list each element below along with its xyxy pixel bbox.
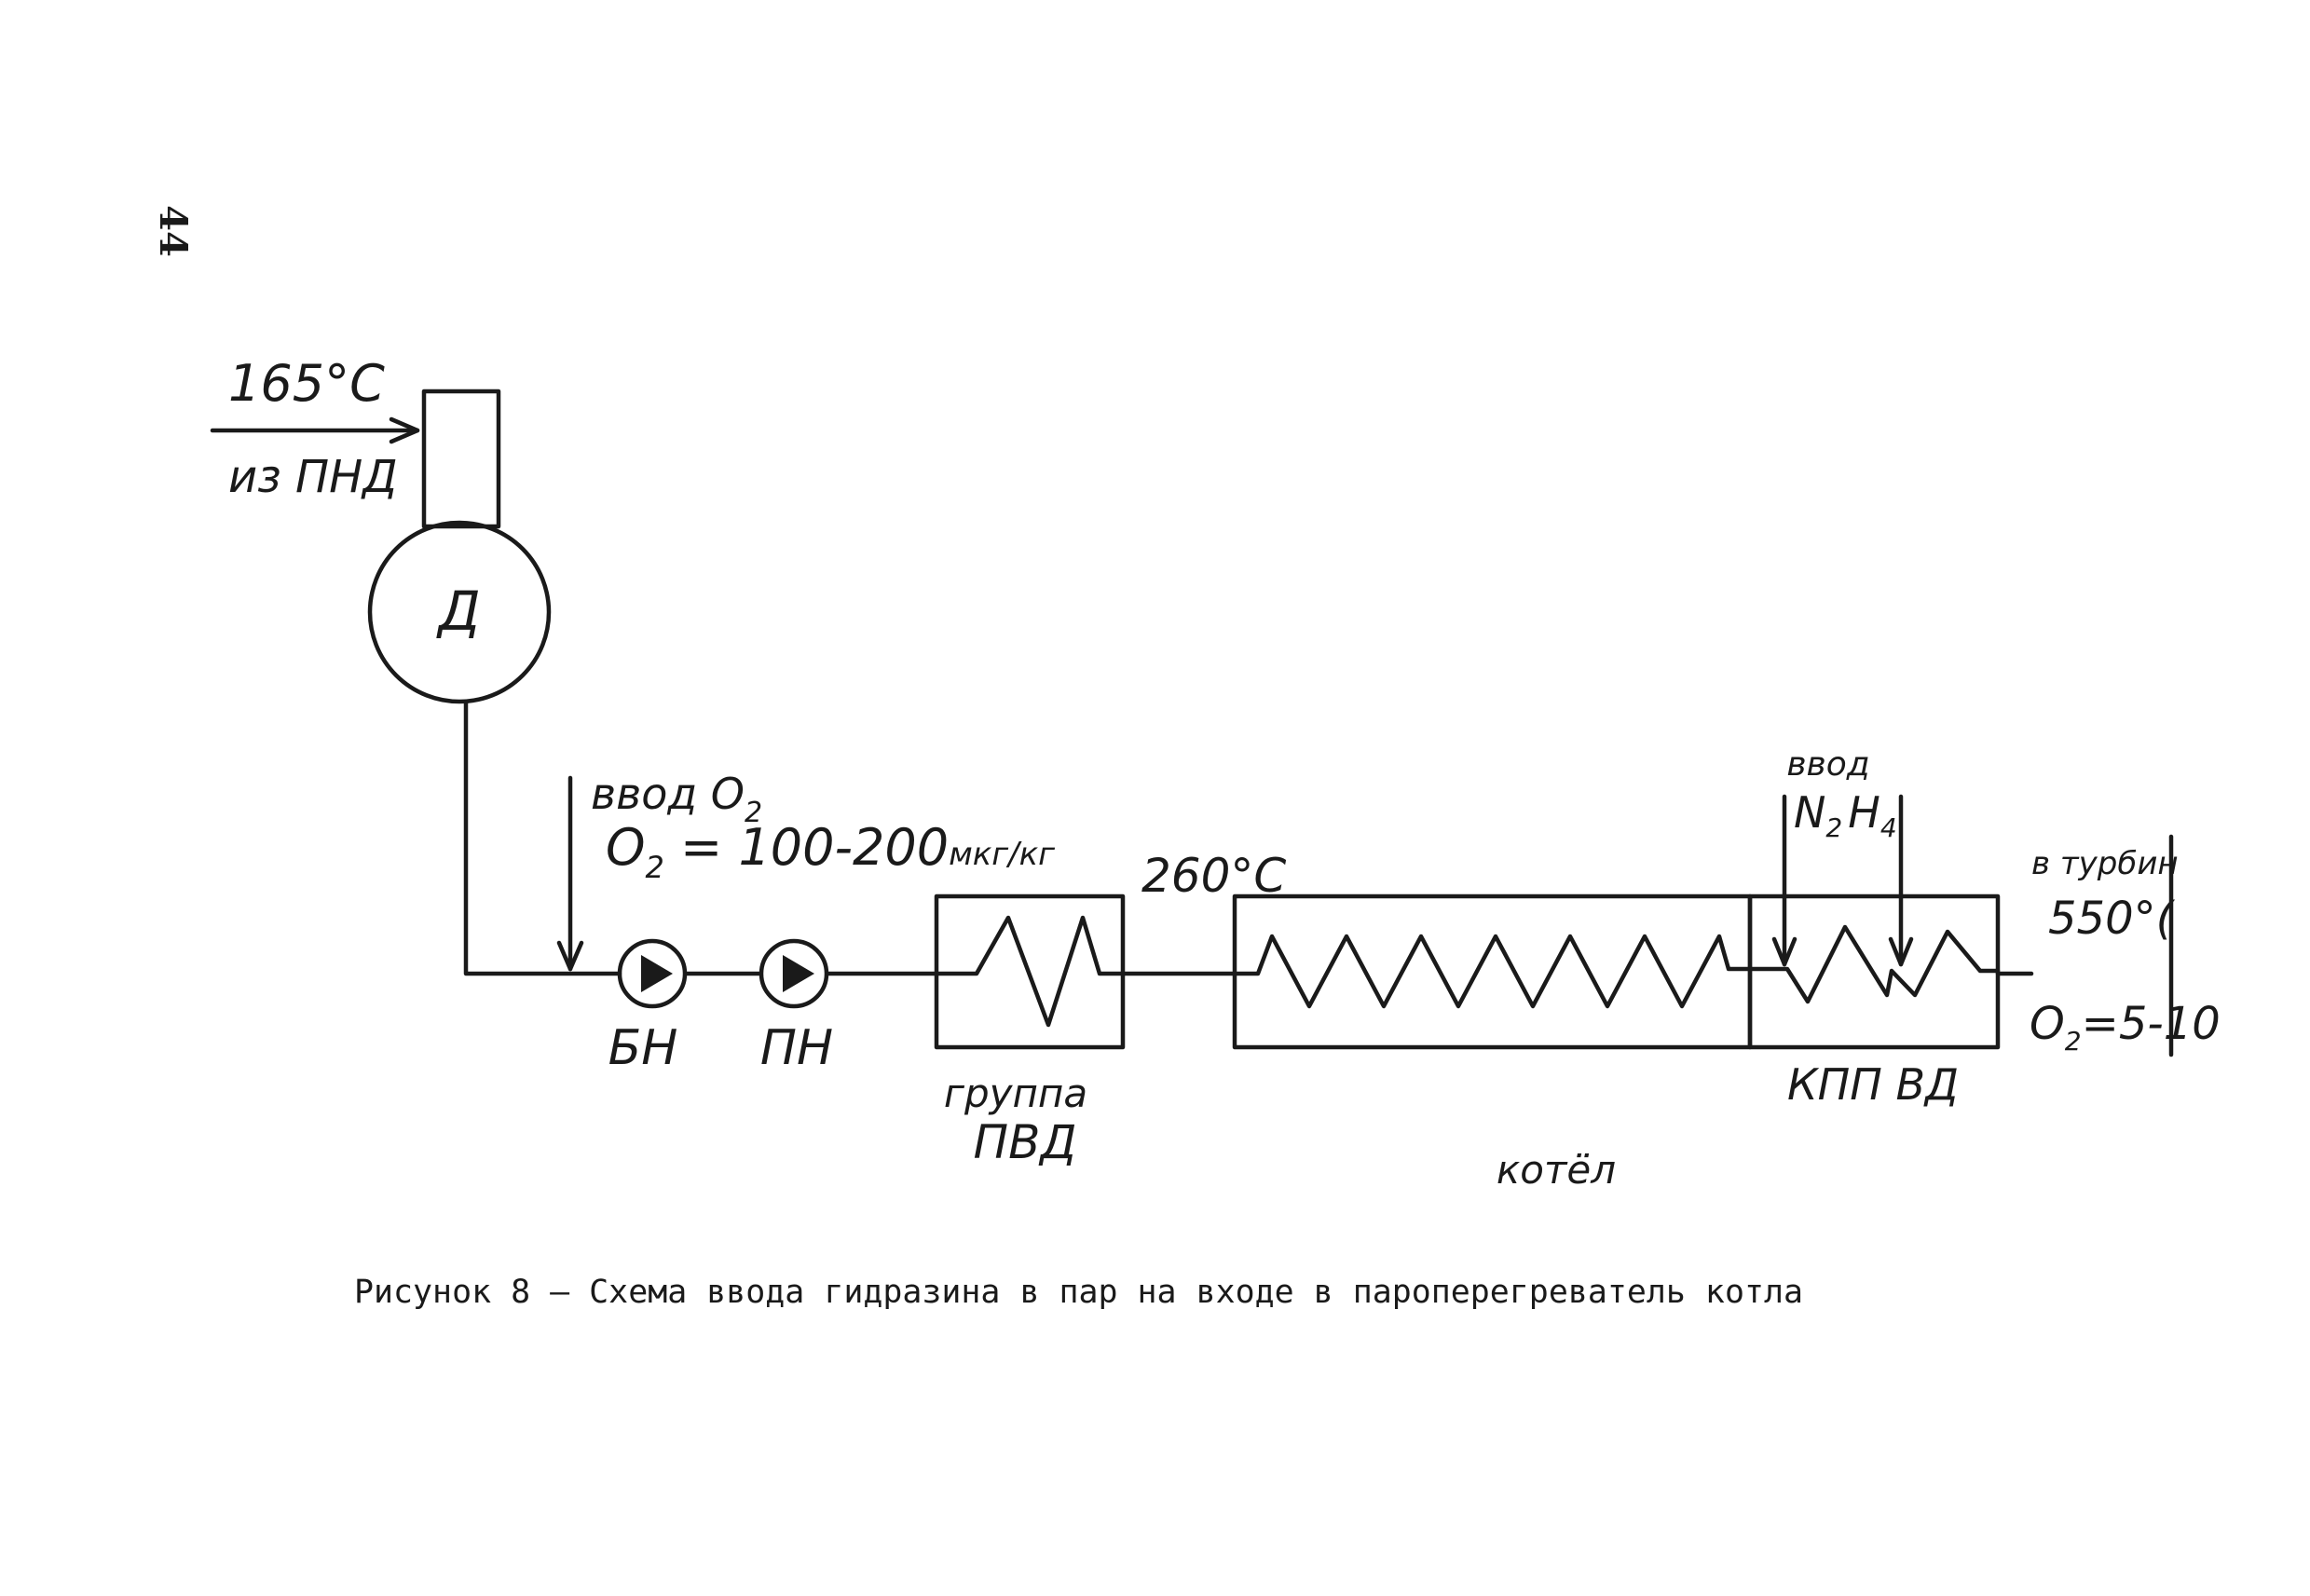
feed-line bbox=[463, 699, 2034, 976]
hydrazine-injection-label: ввод bbox=[1786, 745, 1869, 784]
oxygen-injection-arrow bbox=[556, 775, 584, 972]
feed-pump-label: ПН bbox=[760, 1020, 833, 1076]
hph-group-heater bbox=[934, 893, 1126, 1050]
boiler-label: котёл bbox=[1497, 1147, 1616, 1193]
feed-pump bbox=[759, 938, 829, 1009]
to-turbine-label: в турбин bbox=[2031, 845, 2179, 882]
hph-group-label-line2: ПВД bbox=[974, 1115, 1077, 1169]
oxygen-level-label: O2 = 100-200мкг/кг bbox=[606, 818, 1056, 885]
inlet-temperature-label: 165°C bbox=[228, 354, 385, 413]
inlet-arrow bbox=[210, 416, 420, 444]
hp-superheater bbox=[1747, 893, 2001, 1050]
outlet-oxygen-label: O2=5-10 bbox=[2030, 998, 2221, 1057]
booster-pump-label: БН bbox=[608, 1020, 678, 1076]
oxygen-injection-label: ввод O2 bbox=[591, 769, 762, 829]
boiler bbox=[1232, 893, 1753, 1050]
booster-pump bbox=[617, 938, 688, 1009]
mid-temperature-label: 260°C bbox=[1141, 849, 1286, 903]
deaerator-label: Д bbox=[435, 580, 480, 643]
deaerator-column bbox=[421, 389, 501, 529]
superheater-label: КПП ВД bbox=[1787, 1059, 1959, 1110]
inlet-source-label: из ПНД bbox=[228, 451, 398, 503]
hph-group-label-line1: группа bbox=[944, 1071, 1087, 1116]
outlet-temperature-label: 550°( bbox=[2048, 893, 2176, 945]
figure-caption: Рисунок 8 – Схема ввода гидразина в пар … bbox=[354, 1274, 1803, 1311]
deaerator-tank bbox=[367, 520, 552, 704]
page-number: 44 bbox=[151, 205, 195, 257]
hydrazine-injection-arrows bbox=[1771, 794, 1914, 967]
